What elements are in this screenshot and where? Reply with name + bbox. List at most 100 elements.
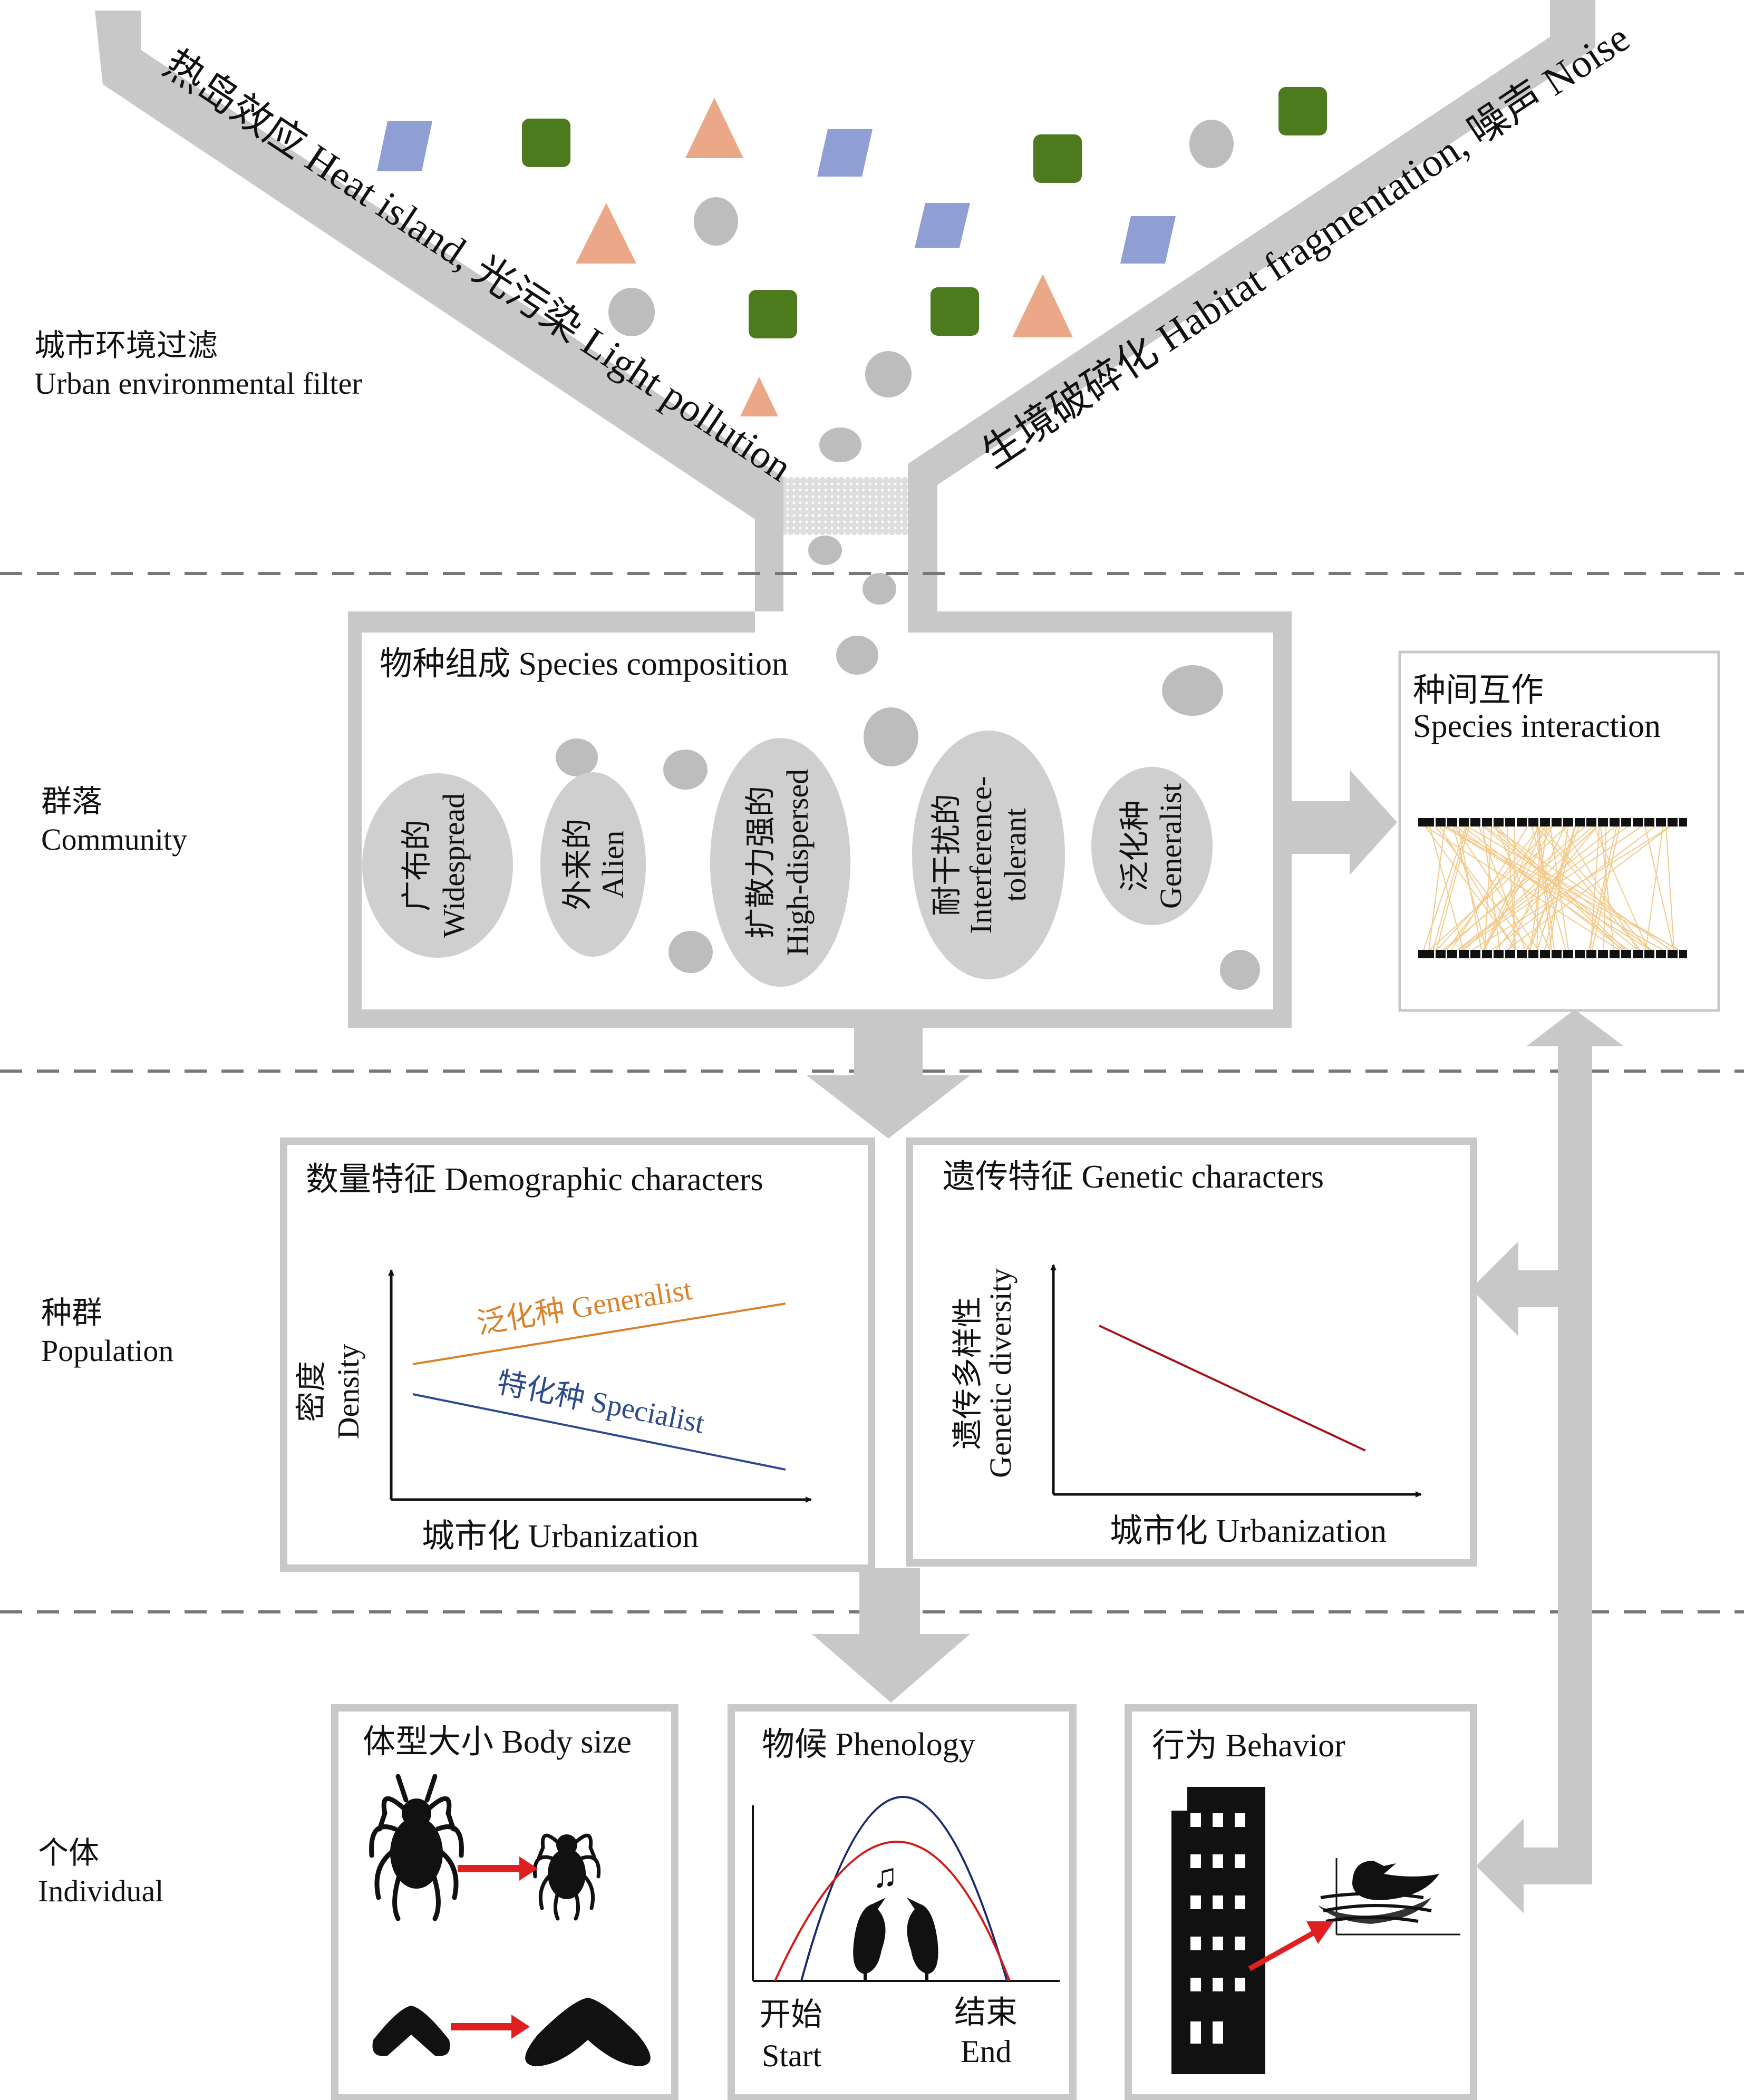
level-filter-label: 城市环境过滤 Urban environmental filter <box>34 327 362 403</box>
network-edge <box>1540 826 1650 950</box>
singing-birds-icon <box>853 1898 938 1982</box>
network-node-gap <box>1608 950 1610 958</box>
network-edge <box>1530 826 1548 950</box>
trait-zh: 扩散力强的 <box>743 786 778 939</box>
building-window <box>1235 1937 1245 1950</box>
network-edge <box>1458 826 1482 950</box>
network-edge <box>1445 826 1585 950</box>
nest-bird-icon <box>1318 1858 1460 1936</box>
salmon-triangle-shape <box>1012 274 1073 337</box>
bipartite-network <box>1418 818 1687 958</box>
network-edge <box>1425 826 1620 950</box>
network-edge <box>1644 826 1674 950</box>
network-edge <box>1458 826 1628 950</box>
large-moth-icon <box>525 1998 651 2066</box>
network-node-gap <box>1608 818 1610 827</box>
network-node-gap <box>1527 818 1528 827</box>
network-node-gap <box>1620 818 1621 827</box>
genetic-label-zh: 遗传多样性 <box>951 1297 985 1450</box>
specialist-trend-line <box>412 1393 786 1471</box>
building-window <box>1213 1895 1223 1909</box>
network-edge <box>1429 826 1464 950</box>
building-window <box>1213 1854 1223 1868</box>
demographic-x-label: 城市化 Urbanization <box>422 1519 699 1554</box>
trait-alien: 外来的 Alien <box>540 772 646 957</box>
network-node-gap <box>1678 950 1679 958</box>
network-node-gap <box>1527 950 1528 958</box>
building-window <box>1235 1854 1245 1868</box>
network-node-gap <box>1654 818 1656 827</box>
gray-blob-shape <box>694 197 738 246</box>
blue-parallelogram-shape <box>915 203 970 248</box>
network-node-gap <box>1492 818 1494 827</box>
trait-interference-tolerant: 耐干扰的 Interference- tolerant <box>912 731 1065 979</box>
end-label-en: End <box>961 2034 1012 2069</box>
behavior-shift-arrowhead <box>1306 1921 1334 1944</box>
network-edge <box>1457 826 1616 950</box>
density-label-zh: 密度 <box>294 1361 328 1422</box>
behavior-shift-arrow <box>1248 1929 1317 1971</box>
level-population-label: 种群 Population <box>41 1294 173 1370</box>
network-node-gap <box>1573 950 1575 958</box>
building-window <box>1213 1813 1223 1827</box>
level-individual-zh: 个体 <box>38 1836 100 1870</box>
network-edge <box>1482 826 1501 950</box>
salmon-triangle-shape <box>576 203 636 264</box>
rural-phenology-curve <box>774 1841 1011 1981</box>
network-node-gap <box>1550 818 1552 827</box>
trait-en: tolerant <box>998 808 1032 901</box>
network-node-gap <box>1643 818 1644 827</box>
genetic-trend-line <box>1099 1325 1366 1452</box>
network-node-gap <box>1480 950 1482 958</box>
network-node-gap <box>1643 950 1644 958</box>
network-edge <box>1428 826 1446 950</box>
phenology-title: 物候 Phenology <box>762 1727 975 1763</box>
trait-zh: 耐干扰的 <box>929 794 964 916</box>
end-label-zh: 结束 <box>954 1995 1018 2030</box>
network-node-gap <box>1678 818 1679 827</box>
building-window <box>1235 1895 1245 1909</box>
level-community-en: Community <box>41 822 188 857</box>
species-composition-title: 物种组成 Species composition <box>380 646 788 682</box>
network-node-gap <box>1515 950 1517 958</box>
small-moth-icon <box>372 2006 450 2056</box>
species-interaction-box: 种间互作 Species interaction <box>1398 650 1720 1012</box>
network-edge <box>1603 826 1607 950</box>
genetic-box: 遗传特征 Genetic characters 遗传多样性 Genetic di… <box>906 1138 1477 1567</box>
gray-blob-shape <box>864 707 918 766</box>
level-population-en: Population <box>41 1334 174 1368</box>
interaction-title-zh: 种间互作 <box>1413 673 1544 708</box>
network-edge <box>1665 826 1675 950</box>
species-composition-box: 物种组成 Species composition 广布的 Widespread … <box>348 611 1292 1028</box>
network-edge <box>1472 826 1671 950</box>
network-edge <box>1537 826 1575 950</box>
gray-blob-shape <box>1189 120 1234 168</box>
green-square-shape <box>1278 87 1327 135</box>
building-window <box>1235 1978 1245 1991</box>
network-node-gap <box>1446 950 1447 958</box>
network-node-gap <box>1504 950 1505 958</box>
network-node-gap <box>1596 818 1598 827</box>
blue-parallelogram-shape <box>817 129 873 177</box>
building-window <box>1190 1813 1201 1827</box>
small-spider-icon <box>532 1833 601 1921</box>
trait-high-dispersed: 扩散力强的 High-dispersed <box>710 738 850 987</box>
blue-parallelogram-shape <box>1120 216 1176 264</box>
network-edge <box>1548 826 1569 950</box>
phenology-box: 物候 Phenology ♫ 开始 Start 结束 End <box>728 1704 1077 2100</box>
arrow-to-population <box>807 1020 970 1139</box>
demographic-title: 数量特征 Demographic characters <box>306 1162 763 1198</box>
feedback-connector <box>1471 1009 1624 1913</box>
network-edge <box>1495 826 1597 950</box>
network-node-gap <box>1562 950 1563 958</box>
gray-blob-shape <box>819 427 861 462</box>
green-square-shape <box>749 290 797 338</box>
network-node-gap <box>1504 818 1505 827</box>
music-note-icon: ♫ <box>873 1857 898 1894</box>
network-node-gap <box>1469 818 1470 827</box>
network-node-gap <box>1434 950 1436 958</box>
network-edge <box>1436 826 1470 950</box>
network-edge <box>1484 826 1553 950</box>
network-node-gap <box>1666 950 1668 958</box>
body-size-title: 体型大小 Body size <box>363 1724 632 1760</box>
